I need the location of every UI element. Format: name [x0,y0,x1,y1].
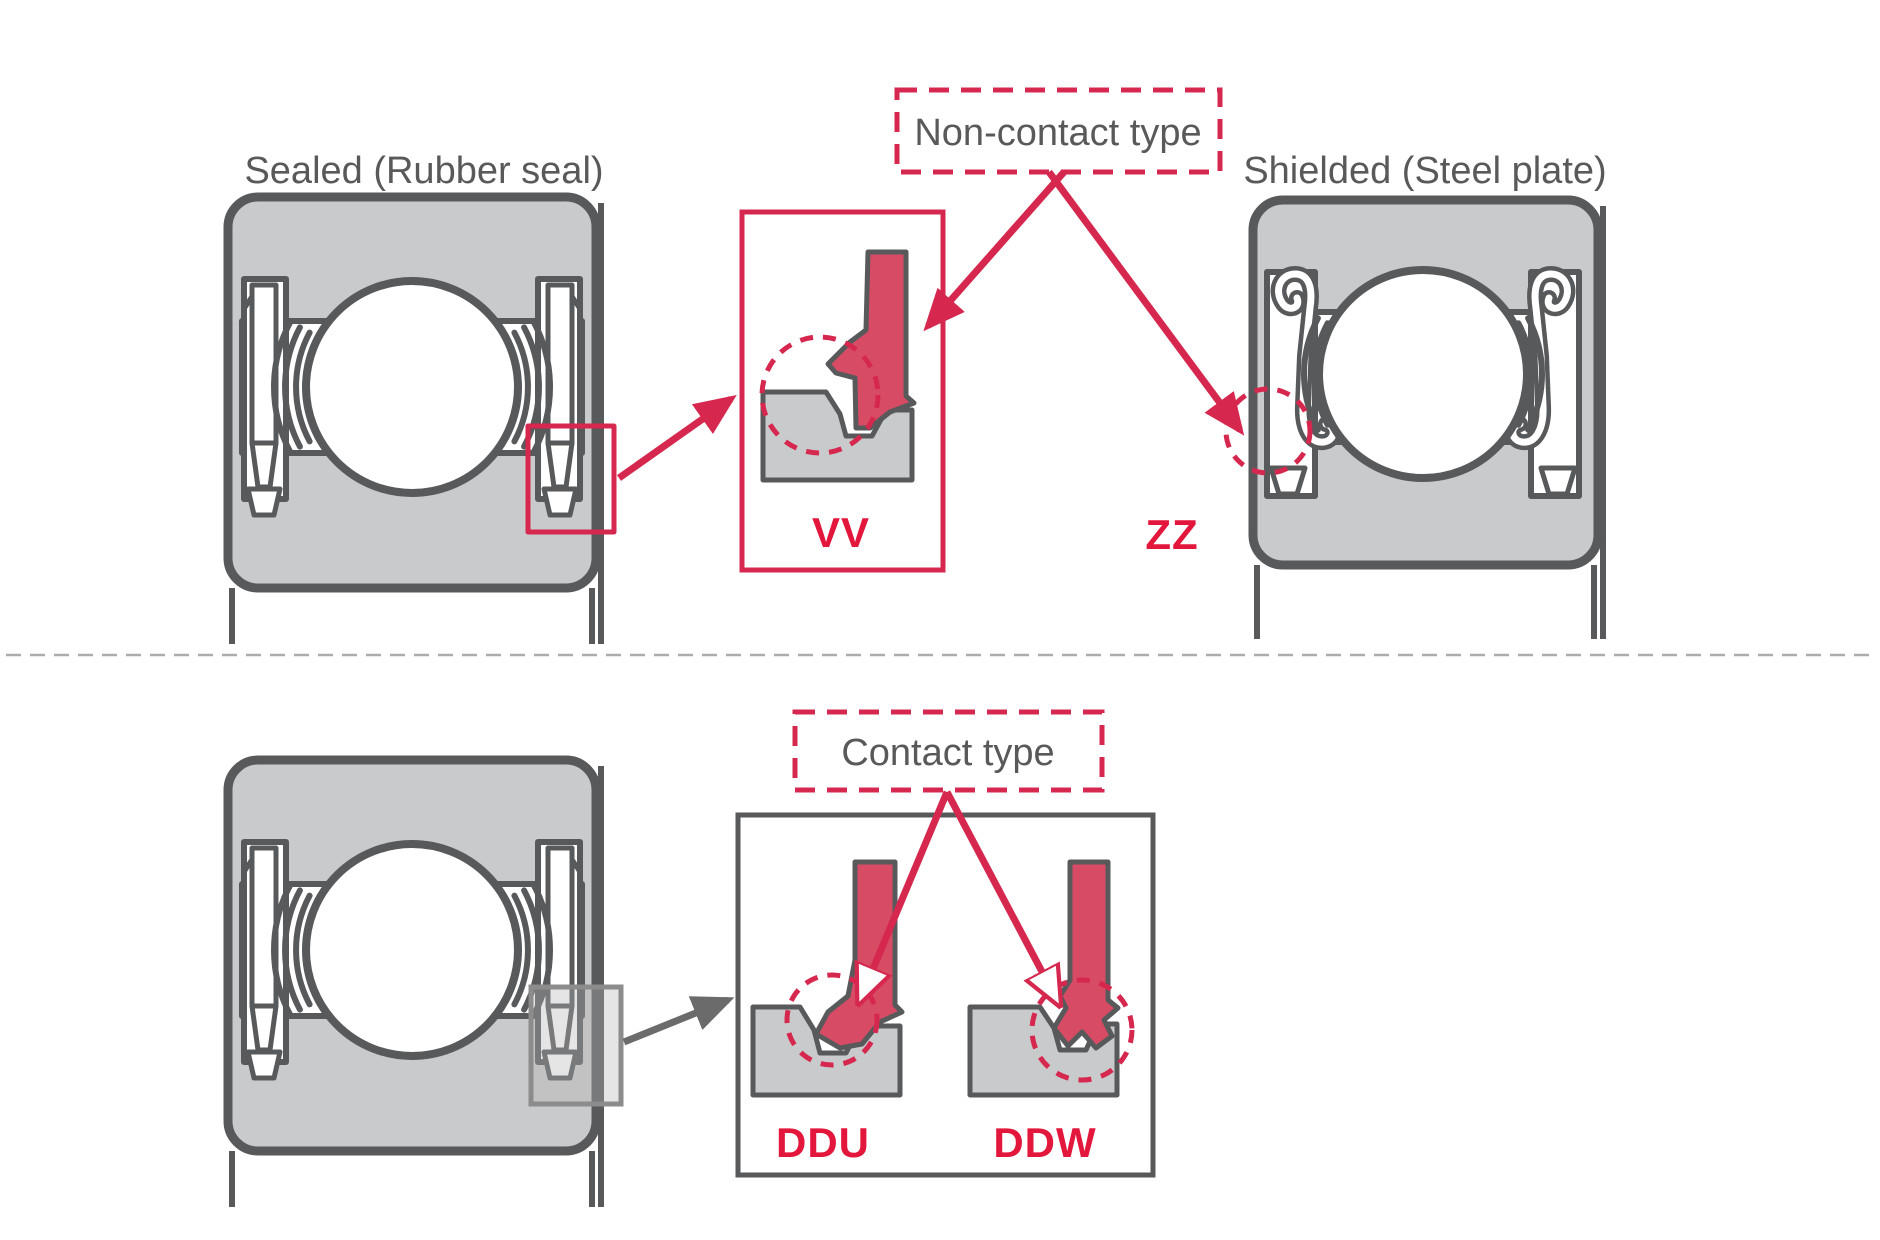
arrow-noncontact-to-vv [923,169,1067,332]
arrow-contact-to-ddu [860,790,951,1000]
arrow-contact-to-ddw [943,790,1058,1002]
bearing-shielded-top [1253,200,1603,639]
non-contact-callout-box [894,87,1223,175]
arrow-zoom-to-contact-detail [622,996,735,1046]
zz-gap-highlight-circle [1223,386,1313,476]
contact-detail-callout: DDU DDW [735,812,1156,1178]
zoom-region-rect-red [525,423,617,535]
vv-code-label: VV [812,509,870,556]
contact-callout-label: Contact type [841,732,1054,774]
vv-rubber-seal [825,249,917,431]
contact-callout-box [792,709,1105,793]
zz-code-label: ZZ [1145,511,1198,558]
vv-detail-callout: VV [739,209,946,573]
sealed-bearing-label: Sealed (Rubber seal) [244,150,603,192]
ddu-code-label: DDU [776,1119,870,1166]
bearing-sealed-bottom [228,760,601,1207]
ddu-contact-highlight-circle [784,972,880,1068]
vv-gap-highlight-circle [759,334,881,456]
ddw-code-label: DDW [993,1119,1096,1166]
shielded-bearing-label: Shielded (Steel plate) [1243,150,1606,192]
non-contact-callout-label: Non-contact type [914,112,1201,154]
arrow-noncontact-to-zz [1046,169,1245,436]
arrow-zoom-to-vv [616,394,737,481]
ddw-contact-highlight-circle [1029,977,1135,1083]
zoom-region-rect-gray [528,984,624,1107]
bearing-sealed-top [228,197,601,644]
